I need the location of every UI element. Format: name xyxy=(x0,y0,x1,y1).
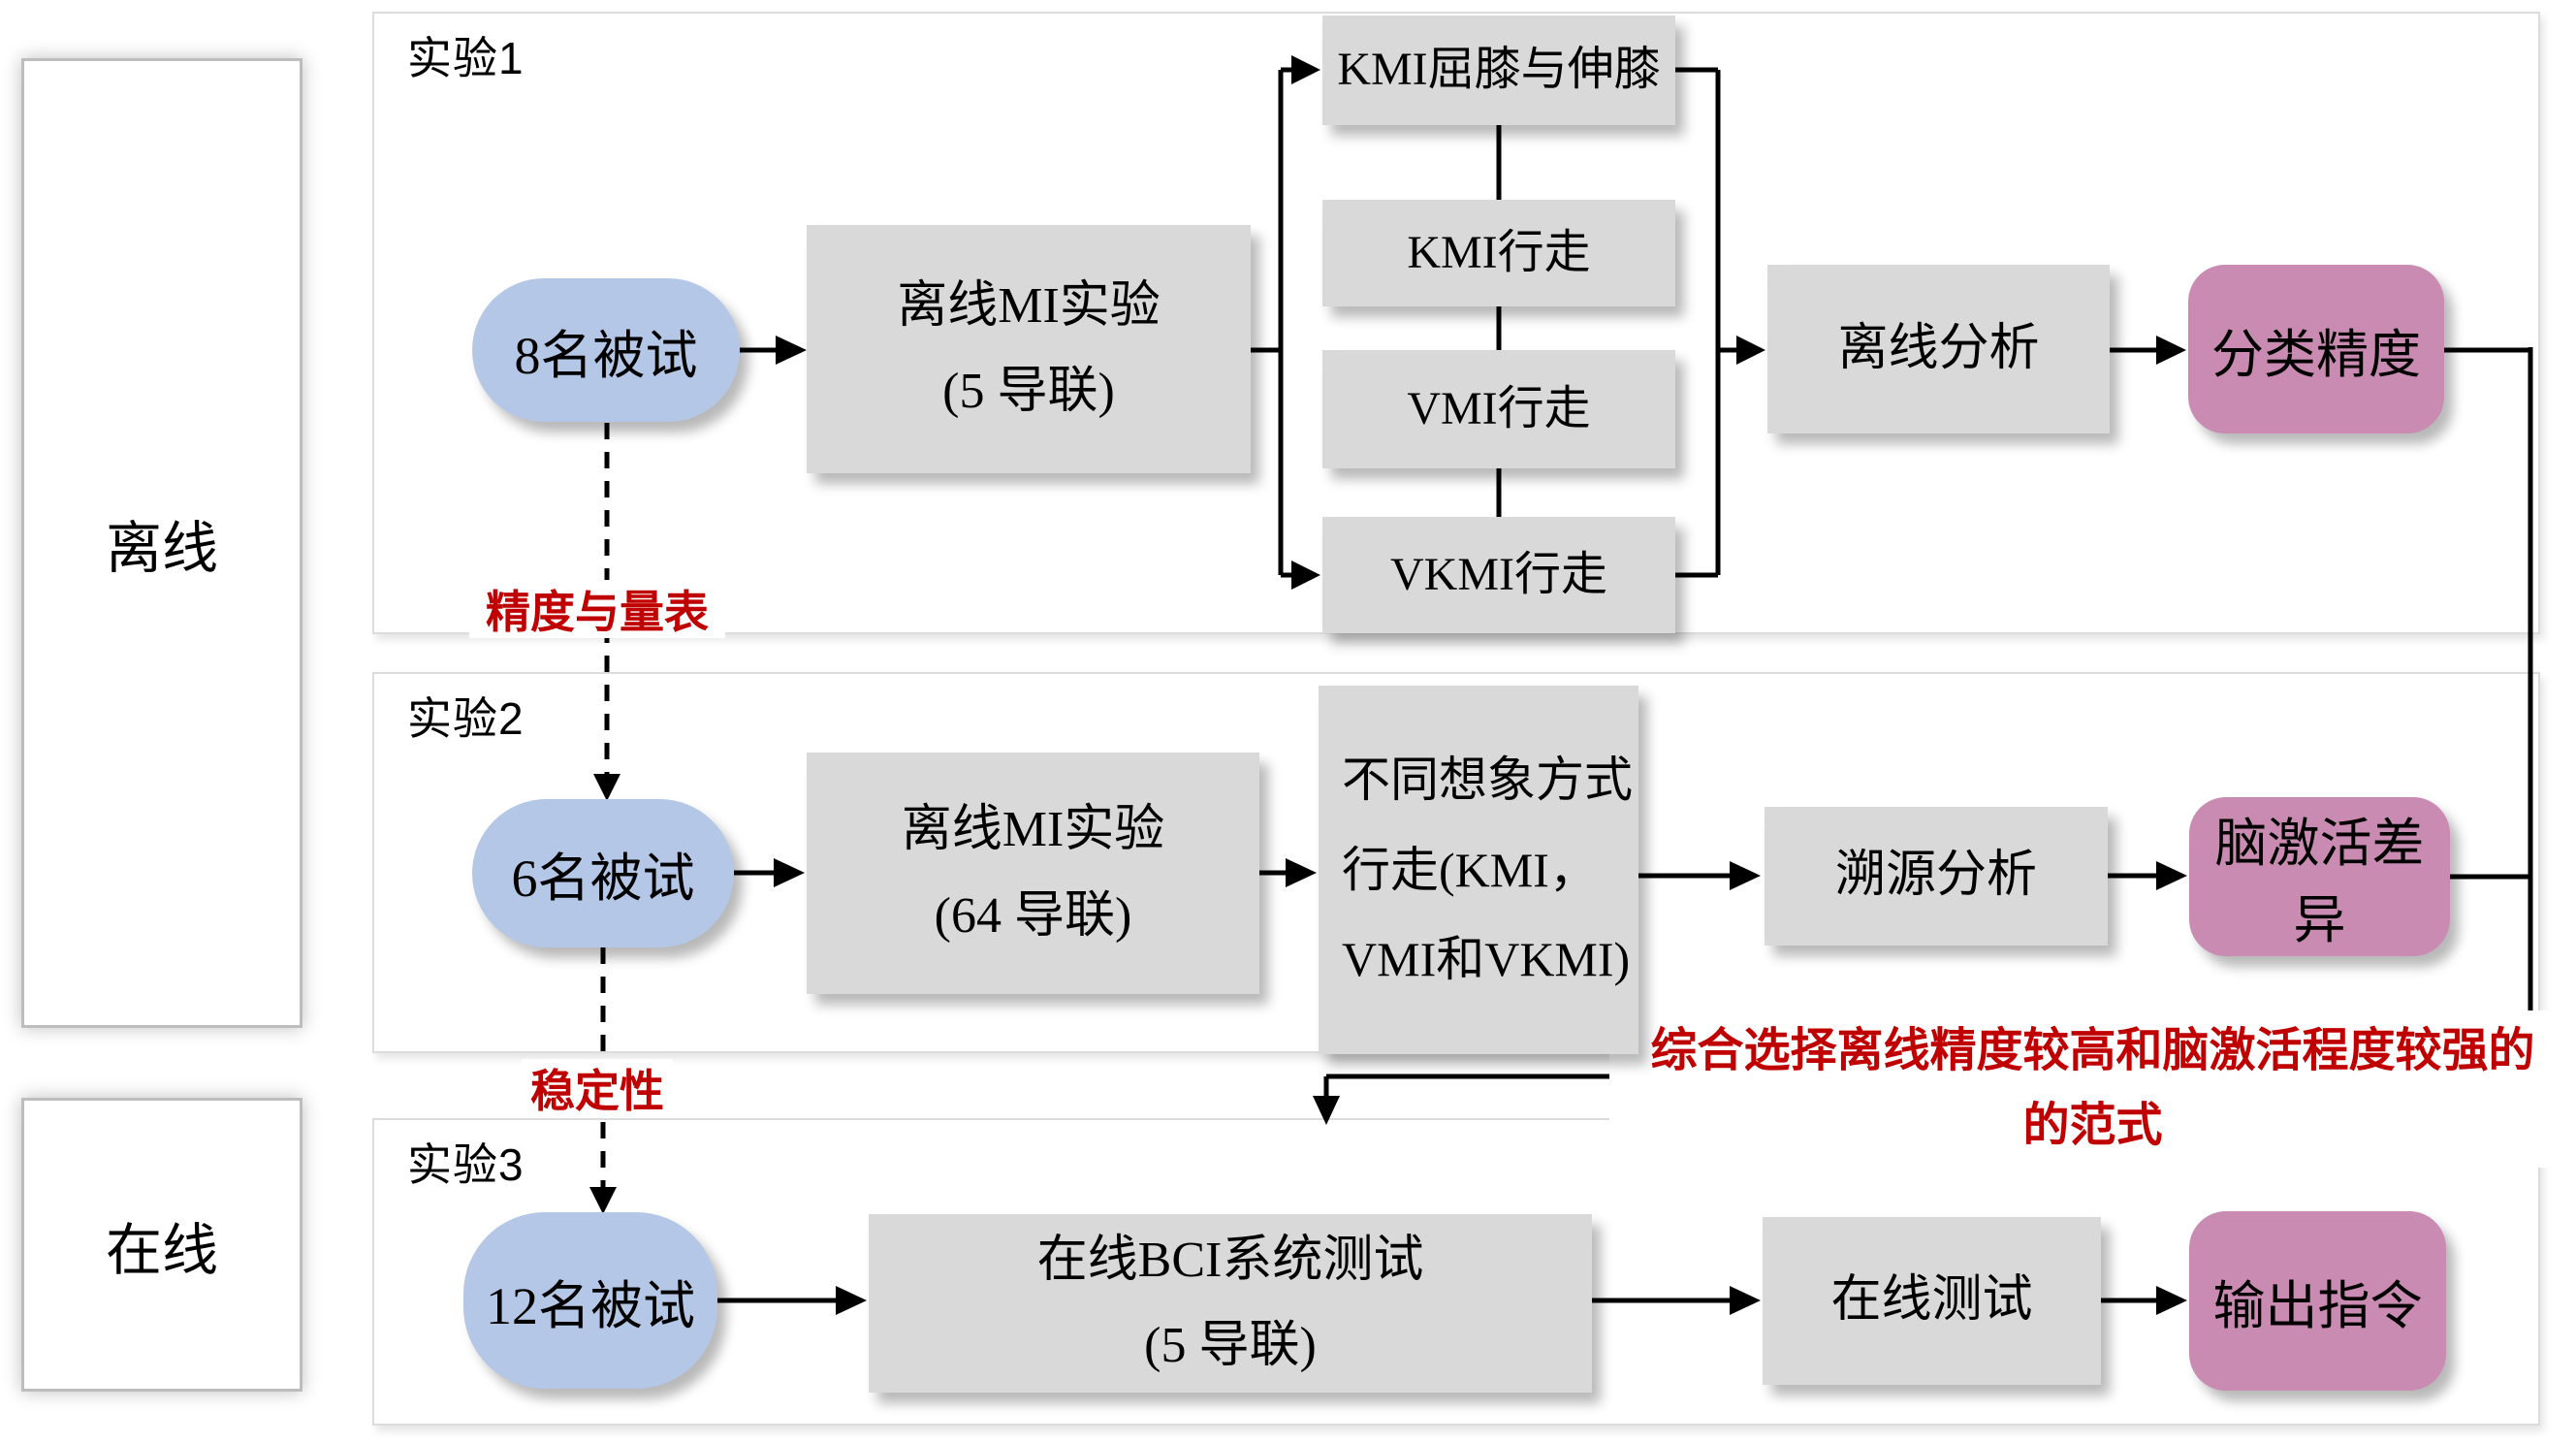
exp2-subjects-label: 6名被试 xyxy=(511,850,695,908)
exp3-output-command-label: 输出指令 xyxy=(2212,1277,2423,1335)
exp2-imagery-modes-line2: 行走(KMI， xyxy=(1342,842,1598,897)
exp1-offline-mi-box: 离线MI实验 (5 导联) xyxy=(807,225,1251,473)
exp2-brain-activation-label: 脑激活差异 xyxy=(2214,815,2425,949)
exp1-offline-mi-line1: 离线MI实验 xyxy=(897,277,1161,334)
exp3-online-test-box: 在线测试 xyxy=(1763,1217,2101,1385)
exp1-offline-mi-line2: (5 导联) xyxy=(942,364,1115,419)
annotation-paradigm-selection-line2: 的范式 xyxy=(2022,1099,2163,1151)
paradigm-vmi-walk-box: VMI行走 xyxy=(1322,350,1675,468)
exp1-subjects-label: 8名被试 xyxy=(514,326,698,385)
exp3-subjects-label: 12名被试 xyxy=(486,1276,695,1335)
exp1-subjects-node: 8名被试 xyxy=(472,278,740,422)
annotation-accuracy-and-scale: 精度与量表 xyxy=(469,580,725,638)
exp3-subjects-node: 12名被试 xyxy=(463,1212,717,1389)
annotation-paradigm-selection: 综合选择离线精度较高和脑激活程度较强的 的范式 xyxy=(1609,1010,2576,1168)
exp2-offline-mi-box: 离线MI实验 (64 导联) xyxy=(807,753,1259,994)
exp3-output-command-box: 输出指令 xyxy=(2189,1211,2446,1391)
phase-offline-label: 离线 xyxy=(105,517,218,580)
paradigm-kmi-knee-box: KMI屈膝与伸膝 xyxy=(1322,16,1675,125)
exp3-online-bci-test-box: 在线BCI系统测试 (5 导联) xyxy=(869,1214,1592,1393)
exp2-subjects-node: 6名被试 xyxy=(472,799,734,947)
paradigm-kmi-walk-box: KMI行走 xyxy=(1322,200,1675,306)
annotation-stability: 稳定性 xyxy=(522,1059,673,1117)
exp2-imagery-modes-box: 不同想象方式 行走(KMI， VMI和VKMI) xyxy=(1319,686,1638,1054)
paradigm-kmi-knee-label: KMI屈膝与伸膝 xyxy=(1337,44,1661,96)
phase-offline-box: 离线 xyxy=(21,58,302,1028)
phase-online-box: 在线 xyxy=(21,1098,302,1392)
experiment-1-title: 实验1 xyxy=(407,33,525,83)
exp2-offline-mi-line2: (64 导联) xyxy=(934,887,1132,944)
paradigm-kmi-walk-label: KMI行走 xyxy=(1407,226,1591,278)
exp2-source-analysis-label: 溯源分析 xyxy=(1834,848,2037,904)
paradigm-vkmi-walk-label: VKMI行走 xyxy=(1390,548,1607,600)
exp2-imagery-modes-line3: VMI和VKMI) xyxy=(1342,932,1631,987)
exp2-source-analysis-box: 溯源分析 xyxy=(1765,807,2108,946)
exp2-imagery-modes-line1: 不同想象方式 xyxy=(1342,753,1633,808)
experiment-3-title: 实验3 xyxy=(407,1139,525,1190)
exp1-classification-accuracy-label: 分类精度 xyxy=(2211,325,2421,384)
paradigm-vmi-walk-label: VMI行走 xyxy=(1407,382,1591,434)
exp3-online-bci-test-line1: 在线BCI系统测试 xyxy=(1036,1232,1424,1288)
experiment-2-title: 实验2 xyxy=(407,693,525,744)
exp2-brain-activation-box: 脑激活差异 xyxy=(2189,797,2450,956)
exp3-online-test-label: 在线测试 xyxy=(1830,1272,2033,1329)
exp3-online-bci-test-line2: (5 导联) xyxy=(1144,1318,1317,1373)
exp1-offline-analysis-label: 离线分析 xyxy=(1837,320,2040,376)
paradigm-vkmi-walk-box: VKMI行走 xyxy=(1322,517,1675,633)
exp2-offline-mi-line1: 离线MI实验 xyxy=(901,802,1165,858)
annotation-paradigm-selection-line1: 综合选择离线精度较高和脑激活程度较强的 xyxy=(1650,1025,2535,1076)
phase-online-label: 在线 xyxy=(105,1218,218,1282)
exp1-offline-analysis-box: 离线分析 xyxy=(1767,265,2110,433)
exp1-classification-accuracy-box: 分类精度 xyxy=(2188,265,2444,433)
